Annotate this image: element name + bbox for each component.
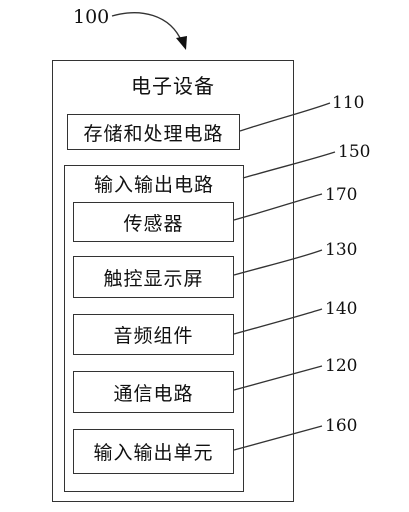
figure-number: 100 bbox=[73, 6, 110, 28]
ref-160: 160 bbox=[325, 416, 358, 436]
component-label: 音频组件 bbox=[113, 325, 194, 347]
ref-130: 130 bbox=[325, 240, 358, 260]
storage-processing-circuit-box: 存储和处理电路 bbox=[67, 114, 240, 150]
leader-150 bbox=[242, 151, 336, 179]
ref-140: 140 bbox=[325, 299, 358, 319]
leader-140 bbox=[233, 308, 323, 335]
ref-120: 120 bbox=[325, 356, 358, 376]
component-box-io-unit: 输入输出单元 bbox=[73, 429, 234, 474]
component-label: 输入输出单元 bbox=[93, 442, 214, 464]
electronic-device-box bbox=[52, 60, 294, 502]
component-label: 传感器 bbox=[123, 212, 184, 235]
leader-120 bbox=[233, 365, 323, 391]
leader-170 bbox=[233, 193, 323, 221]
ref-110: 110 bbox=[332, 93, 365, 113]
component-label: 通信电路 bbox=[113, 382, 194, 405]
ref-150: 150 bbox=[338, 142, 371, 162]
leader-110 bbox=[239, 102, 331, 132]
figure-arrow-curve bbox=[111, 12, 183, 43]
io-circuit-title: 输入输出电路 bbox=[93, 174, 214, 196]
component-label: 触控显示屏 bbox=[103, 267, 204, 290]
component-box-sensor: 传感器 bbox=[73, 202, 234, 242]
leader-130 bbox=[233, 249, 323, 276]
arrow-head-icon bbox=[176, 36, 187, 50]
device-title: 电子设备 bbox=[131, 74, 215, 98]
io-circuit-box bbox=[64, 165, 244, 492]
storage-processing-circuit-label: 存储和处理电路 bbox=[83, 122, 224, 145]
component-box-touch-display: 触控显示屏 bbox=[73, 256, 234, 298]
leader-160 bbox=[233, 425, 323, 451]
ref-170: 170 bbox=[325, 185, 358, 205]
component-box-communication: 通信电路 bbox=[73, 371, 234, 413]
component-box-audio: 音频组件 bbox=[73, 314, 234, 355]
